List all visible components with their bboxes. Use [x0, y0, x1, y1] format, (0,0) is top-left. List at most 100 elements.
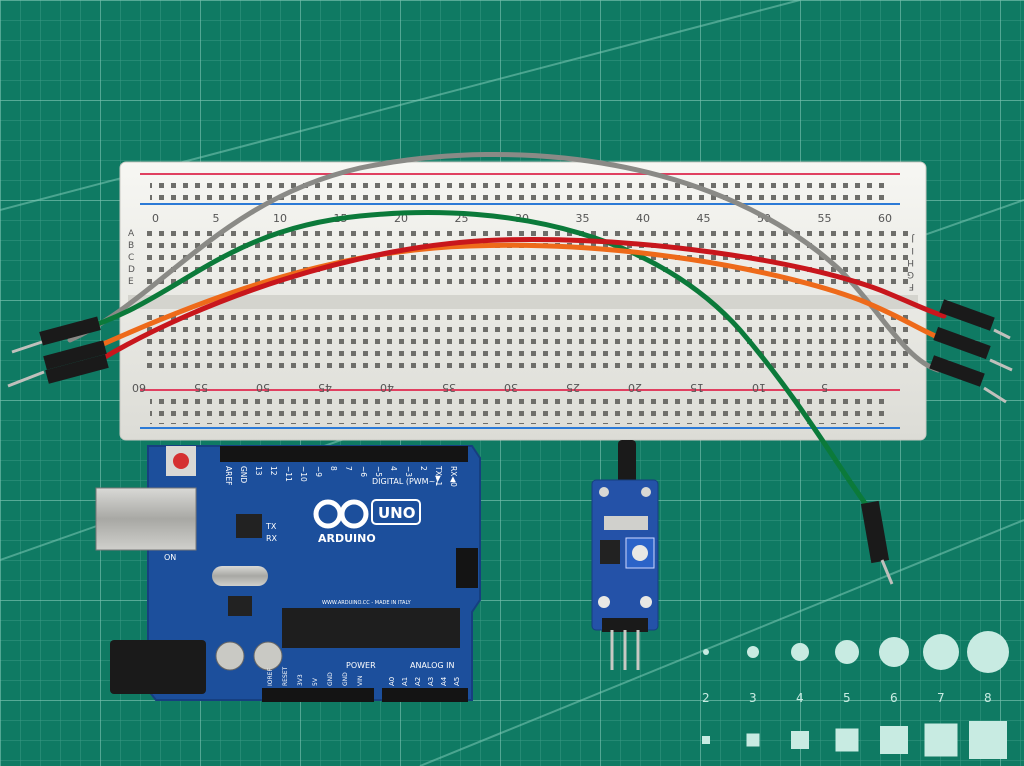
digital-pin-label: ~6 [359, 466, 368, 477]
breadboard-column-number: 60 [878, 212, 892, 225]
breadboard-column-number: 10 [273, 212, 287, 225]
power-pin-label: 3V3 [297, 674, 304, 686]
mat-scale-square [746, 733, 760, 747]
power-pin-label: GND [327, 672, 334, 686]
breadboard-column-number: 25 [566, 381, 580, 394]
breadboard-column-number: 20 [628, 381, 642, 394]
breadboard-column-number: 40 [636, 212, 650, 225]
digital-header-label: DIGITAL (PWM~) [372, 477, 438, 486]
power-pin-label: IOREF [267, 668, 274, 686]
green-jumper-wire [77, 210, 873, 513]
breadboard-row-letter: H [907, 257, 914, 267]
orange-jumper-wire [87, 242, 943, 353]
atmega-chip [282, 608, 460, 648]
mat-scale-hole [703, 649, 709, 655]
digital-pin-label: 12 [269, 466, 278, 476]
on-label: ON [164, 553, 176, 562]
red-jumper-wire [97, 237, 947, 363]
breadboard-column-number: 10 [752, 381, 766, 394]
digital-pin-label: ~10 [299, 466, 308, 482]
mat-scale-hole [967, 631, 1009, 673]
mat-scale-number: 7 [937, 691, 945, 705]
breadboard-column-number: 35 [576, 212, 590, 225]
breadboard-column-number: 40 [380, 381, 394, 394]
mat-hole-scale: 2 3 4 5 6 7 8 [702, 631, 1009, 759]
analog-pin-label: A3 [427, 677, 435, 686]
breadboard-column-number: 45 [697, 212, 711, 225]
breadboard-row-letter: B [128, 241, 134, 251]
breadboard-row-letter: D [128, 265, 135, 275]
capacitor [215, 641, 245, 671]
mat-scale-hole [747, 646, 759, 658]
digital-pin-label: RX◀0 [449, 466, 458, 487]
breadboard-row-letter: J [911, 233, 915, 243]
power-pin-label: VIN [357, 676, 364, 686]
breadboard-column-number: 45 [318, 381, 332, 394]
mat-scale-square [924, 723, 958, 757]
arduino-logo-text: ARDUINO [318, 532, 376, 545]
breadboard-column-number: 55 [818, 212, 832, 225]
breadboard-column-number: 55 [194, 381, 208, 394]
digital-pin-label: 13 [254, 466, 263, 476]
digital-pin-label: ~3 [404, 466, 413, 477]
power-label: POWER [346, 661, 376, 670]
breadboard-row-letter: I [911, 245, 914, 255]
breadboard-column-number: 60 [132, 381, 146, 394]
breadboard-column-number: 5 [821, 381, 828, 394]
digital-pin-label: 8 [329, 466, 338, 471]
arduino-logo [313, 499, 369, 529]
power-header [262, 688, 374, 702]
power-pin-label: 5V [312, 677, 319, 686]
breadboard-row-letter: F [909, 281, 914, 291]
dc-power-jack [110, 640, 206, 694]
analog-pin-label: A4 [440, 676, 448, 686]
arduino-website: WWW.ARDUINO.CC - MADE IN ITALY [322, 600, 412, 606]
digital-header [220, 446, 468, 462]
mat-scale-square [880, 726, 908, 754]
capacitor [253, 641, 283, 671]
wire-connectors-right [860, 299, 1013, 585]
ir-led [618, 440, 636, 484]
digital-pin-label: GND [239, 466, 248, 483]
breadboard-row-letter: A [128, 229, 135, 239]
mat-scale-number: 6 [890, 691, 898, 705]
rx-label: RX [266, 534, 278, 543]
mat-scale-hole [835, 640, 859, 664]
mat-scale-number: 5 [843, 691, 851, 705]
mat-scale-hole [923, 634, 959, 670]
mat-scale-number: 2 [702, 691, 710, 705]
digital-pin-label: TX▶1 [434, 465, 443, 486]
mat-scale-number: 8 [984, 691, 992, 705]
analog-label: ANALOG IN [410, 661, 455, 670]
digital-pin-label: 2 [419, 466, 428, 471]
analog-pin-label: A5 [453, 677, 461, 686]
breadboard-column-number: 5 [213, 212, 220, 225]
mat-scale-square [835, 728, 859, 752]
breadboard-row-letter: G [907, 269, 914, 279]
analog-pin-label: A0 [388, 677, 396, 686]
mat-scale-square [969, 721, 1007, 759]
digital-pin-label: ~11 [284, 466, 293, 482]
breadboard-row-letter: C [128, 253, 134, 263]
digital-pin-label: ~5 [374, 466, 383, 477]
analog-pin-label: A1 [401, 677, 409, 686]
mat-scale-number: 3 [749, 691, 757, 705]
digital-pin-label: AREF [224, 466, 233, 485]
analog-pin-label: A2 [414, 677, 422, 686]
mat-scale-hole [791, 643, 809, 661]
mat-scale-square [702, 736, 710, 744]
breadboard-column-number: 0 [152, 212, 159, 225]
mat-scale-number: 4 [796, 691, 804, 705]
usb-connector [95, 487, 197, 551]
digital-pin-label: 7 [344, 466, 353, 471]
mat-scale-square [791, 731, 809, 749]
jumper-wires [67, 151, 947, 513]
breadboard-row-letter: E [128, 277, 134, 287]
mat-scale-hole [879, 637, 909, 667]
tx-label: TX [265, 522, 277, 531]
breadboard-column-number: 15 [690, 381, 704, 394]
